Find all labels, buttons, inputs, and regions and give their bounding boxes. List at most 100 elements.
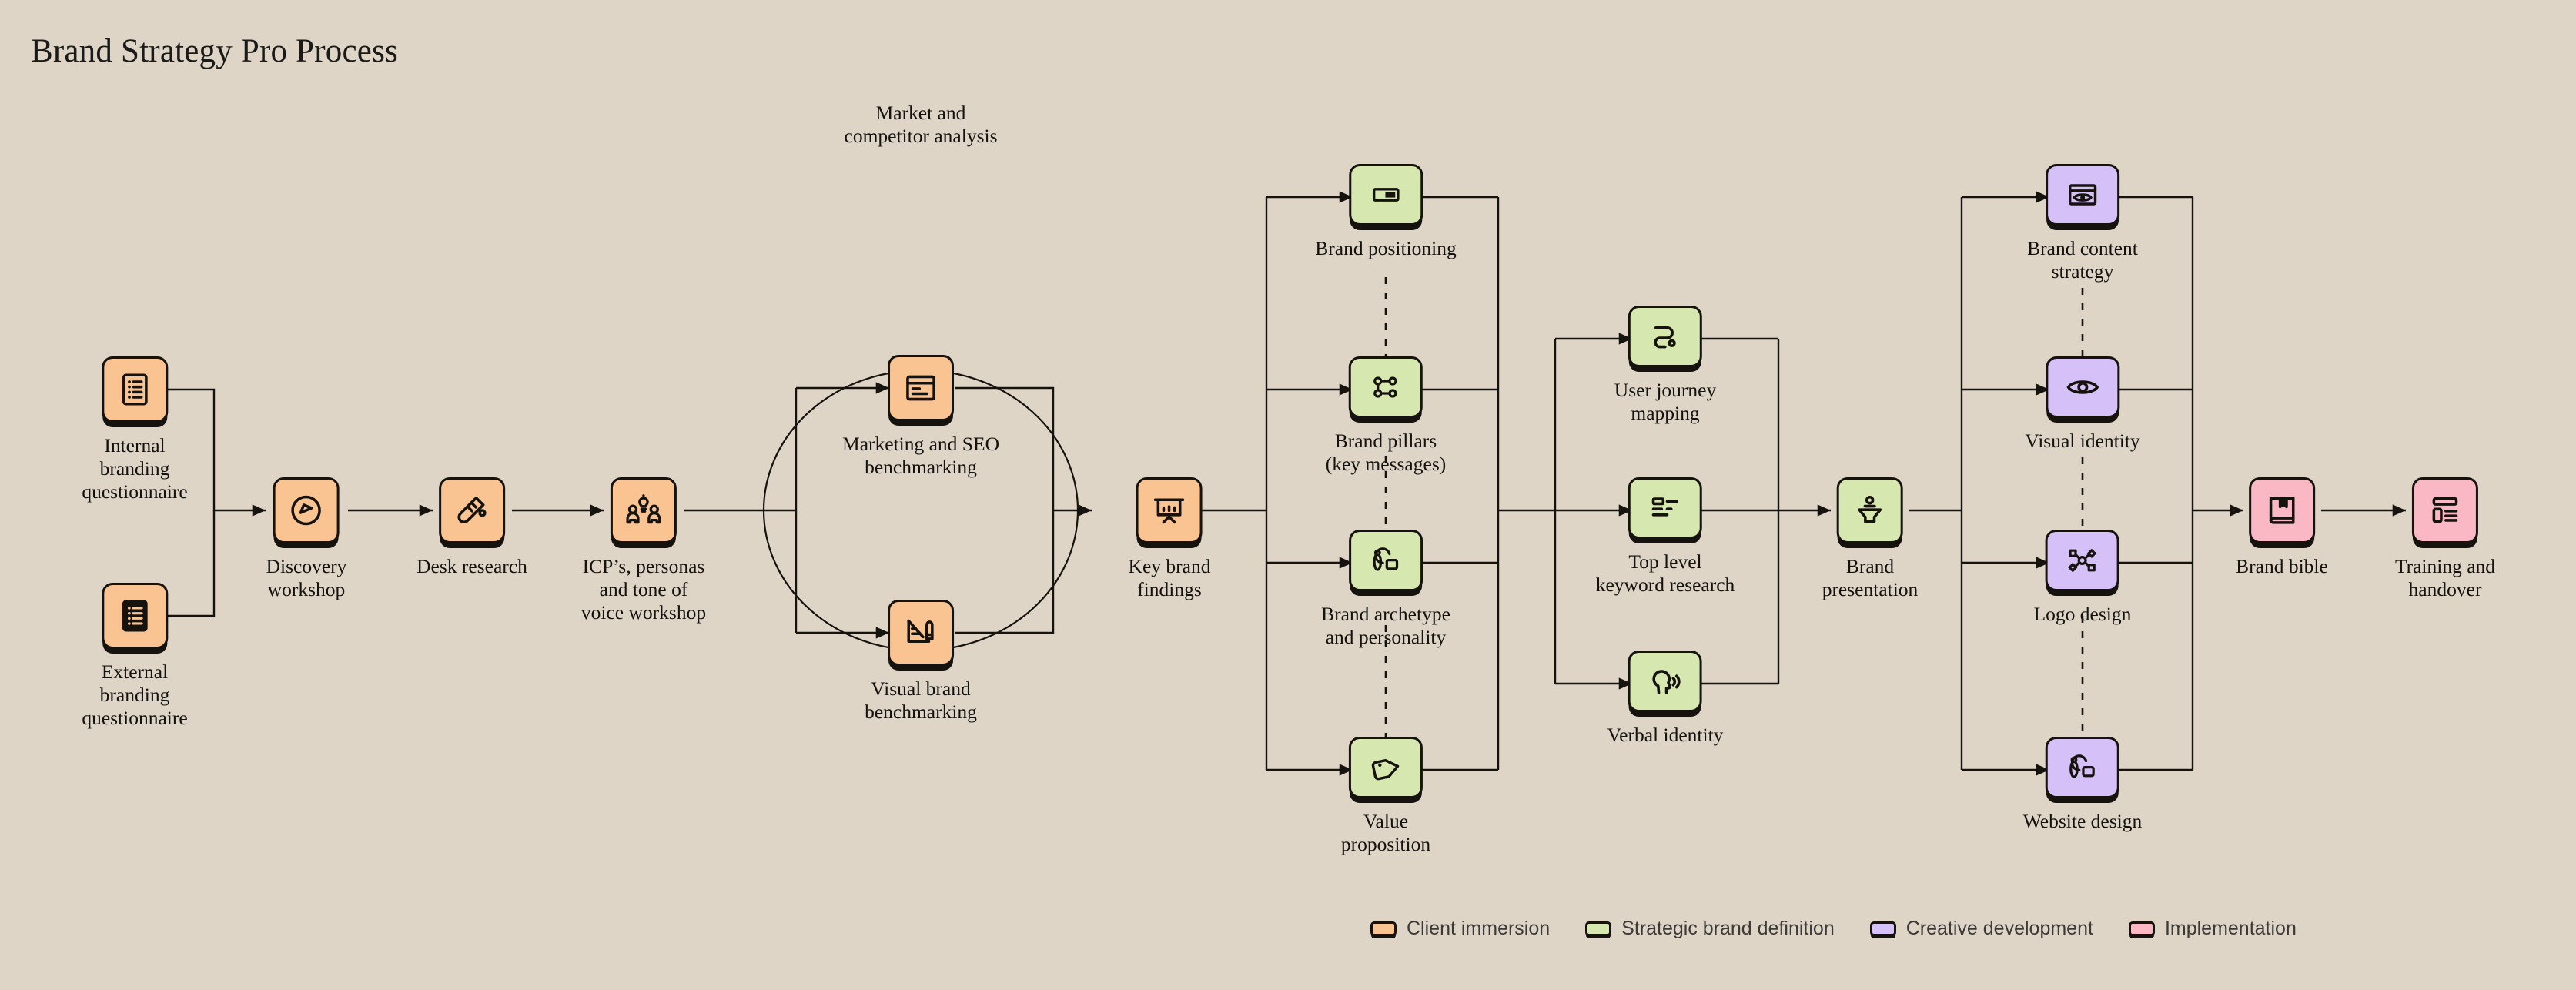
node-chip[interactable] xyxy=(1628,477,1702,539)
node-chip[interactable] xyxy=(1837,477,1903,543)
logo-shapes-icon xyxy=(2064,542,2101,579)
node-brand-positioning[interactable]: Brand positioning xyxy=(1315,164,1457,260)
node-network-icon xyxy=(1367,369,1404,406)
legend-swatch xyxy=(2128,921,2155,936)
node-label: Brand pillars (key messages) xyxy=(1325,430,1447,475)
node-visual-brand[interactable]: Visual brand benchmarking xyxy=(865,600,977,724)
node-chip[interactable] xyxy=(1349,356,1423,418)
list-document-icon xyxy=(115,370,154,409)
node-chip[interactable] xyxy=(1136,477,1203,543)
winding-path-icon xyxy=(1647,318,1684,355)
legend-swatch xyxy=(1370,921,1397,936)
node-label: Verbal identity xyxy=(1607,724,1724,746)
text-lines-icon xyxy=(1647,490,1684,527)
node-label: Training and handover xyxy=(2394,555,2496,600)
window-eye-icon xyxy=(2064,176,2101,213)
node-brand-presentation[interactable]: Brand presentation xyxy=(1822,477,1919,601)
node-external-questionnaire[interactable]: External branding questionnaire xyxy=(82,583,188,729)
node-user-journey[interactable]: User journey mapping xyxy=(1614,306,1716,425)
group-label-market-analysis: Market and competitor analysis xyxy=(844,102,998,147)
node-label: Top level keyword research xyxy=(1595,550,1735,596)
legend-item-creative-development[interactable]: Creative development xyxy=(1869,918,2093,940)
node-training-handover[interactable]: Training and handover xyxy=(2395,477,2495,601)
node-label: Discovery workshop xyxy=(266,555,347,600)
node-website-design[interactable]: Website design xyxy=(2023,737,2142,833)
test-tube-icon xyxy=(453,491,491,530)
node-brand-content-strategy[interactable]: Brand content strategy xyxy=(2027,164,2138,283)
node-label: Logo design xyxy=(2033,603,2132,625)
eye-icon xyxy=(2064,369,2101,406)
node-chip[interactable] xyxy=(102,583,168,649)
node-value-proposition[interactable]: Value proposition xyxy=(1341,737,1430,856)
node-keyword-research[interactable]: Top level keyword research xyxy=(1596,477,1735,597)
node-chip[interactable] xyxy=(2411,477,2478,543)
price-tag-icon xyxy=(1367,749,1404,786)
legend: Client immersion Strategic brand definit… xyxy=(1370,918,2297,940)
speaking-head-icon xyxy=(1647,663,1684,700)
node-label: User journey mapping xyxy=(1614,379,1717,424)
layout-list-icon xyxy=(2426,491,2464,530)
node-chip[interactable] xyxy=(2046,530,2119,591)
node-label: Visual identity xyxy=(2025,430,2140,452)
legend-swatch xyxy=(1585,921,1612,936)
node-label: External branding questionnaire xyxy=(82,661,188,729)
browser-window-icon xyxy=(902,369,940,407)
node-brand-bible[interactable]: Brand bible xyxy=(2236,477,2328,578)
page-title: Brand Strategy Pro Process xyxy=(31,33,398,69)
brush-shape-icon xyxy=(2064,749,2101,786)
node-label: Brand archetype and personality xyxy=(1321,603,1450,648)
node-internal-questionnaire[interactable]: Internal branding questionnaire xyxy=(82,356,188,503)
node-label: Visual brand benchmarking xyxy=(865,677,977,723)
presentation-chart-icon xyxy=(1150,491,1189,530)
node-chip[interactable] xyxy=(102,356,168,423)
node-label: Desk research xyxy=(417,555,527,577)
ruler-pencil-icon xyxy=(902,614,940,652)
node-chip[interactable] xyxy=(1349,164,1423,226)
node-label: Brand content strategy xyxy=(2027,237,2138,283)
legend-label: Client immersion xyxy=(1407,918,1551,939)
node-chip[interactable] xyxy=(2249,477,2315,543)
node-chip[interactable] xyxy=(2045,356,2119,418)
bookmarked-book-icon xyxy=(2263,491,2301,530)
node-chip[interactable] xyxy=(611,477,677,543)
legend-item-strategic-brand-definition[interactable]: Strategic brand definition xyxy=(1585,918,1835,940)
node-chip[interactable] xyxy=(439,477,505,543)
legend-item-client-immersion[interactable]: Client immersion xyxy=(1370,918,1550,940)
node-verbal-identity[interactable]: Verbal identity xyxy=(1607,651,1724,747)
position-bar-icon xyxy=(1367,176,1404,213)
node-icp-personas[interactable]: ICP’s, personas and tone of voice worksh… xyxy=(581,477,706,624)
node-label: ICP’s, personas and tone of voice worksh… xyxy=(580,555,707,624)
legend-item-implementation[interactable]: Implementation xyxy=(2128,918,2297,940)
node-brand-archetype[interactable]: Brand archetype and personality xyxy=(1321,530,1450,649)
node-label: Marketing and SEO benchmarking xyxy=(842,433,999,478)
node-desk-research[interactable]: Desk research xyxy=(417,477,527,578)
node-label: Brand bible xyxy=(2236,555,2328,577)
node-chip[interactable] xyxy=(1348,737,1423,798)
node-chip[interactable] xyxy=(2046,164,2119,226)
people-idea-icon xyxy=(624,490,664,530)
node-chip[interactable] xyxy=(273,477,340,543)
node-label: Brand presentation xyxy=(1822,555,1919,600)
node-visual-identity[interactable]: Visual identity xyxy=(2025,356,2140,453)
node-logo-design[interactable]: Logo design xyxy=(2033,530,2132,626)
node-brand-pillars[interactable]: Brand pillars (key messages) xyxy=(1325,356,1447,476)
node-discovery-workshop[interactable]: Discovery workshop xyxy=(266,477,347,601)
legend-label: Implementation xyxy=(2164,918,2297,939)
node-chip[interactable] xyxy=(888,600,954,666)
node-chip[interactable] xyxy=(1628,651,1702,712)
podium-speaker-icon xyxy=(1851,491,1889,530)
legend-swatch xyxy=(1869,921,1896,936)
node-label: Internal branding questionnaire xyxy=(82,434,188,503)
legend-label: Strategic brand definition xyxy=(1621,918,1835,939)
node-chip[interactable] xyxy=(888,355,954,421)
node-marketing-seo[interactable]: Marketing and SEO benchmarking xyxy=(842,355,999,479)
node-chip[interactable] xyxy=(1348,530,1423,591)
node-key-brand-findings[interactable]: Key brand findings xyxy=(1129,477,1210,601)
node-chip[interactable] xyxy=(2046,737,2119,798)
node-chip[interactable] xyxy=(1628,306,1702,367)
legend-label: Creative development xyxy=(1905,918,2093,939)
compass-icon xyxy=(287,491,326,530)
node-label: Website design xyxy=(2022,810,2143,832)
node-label: Value proposition xyxy=(1340,810,1431,855)
